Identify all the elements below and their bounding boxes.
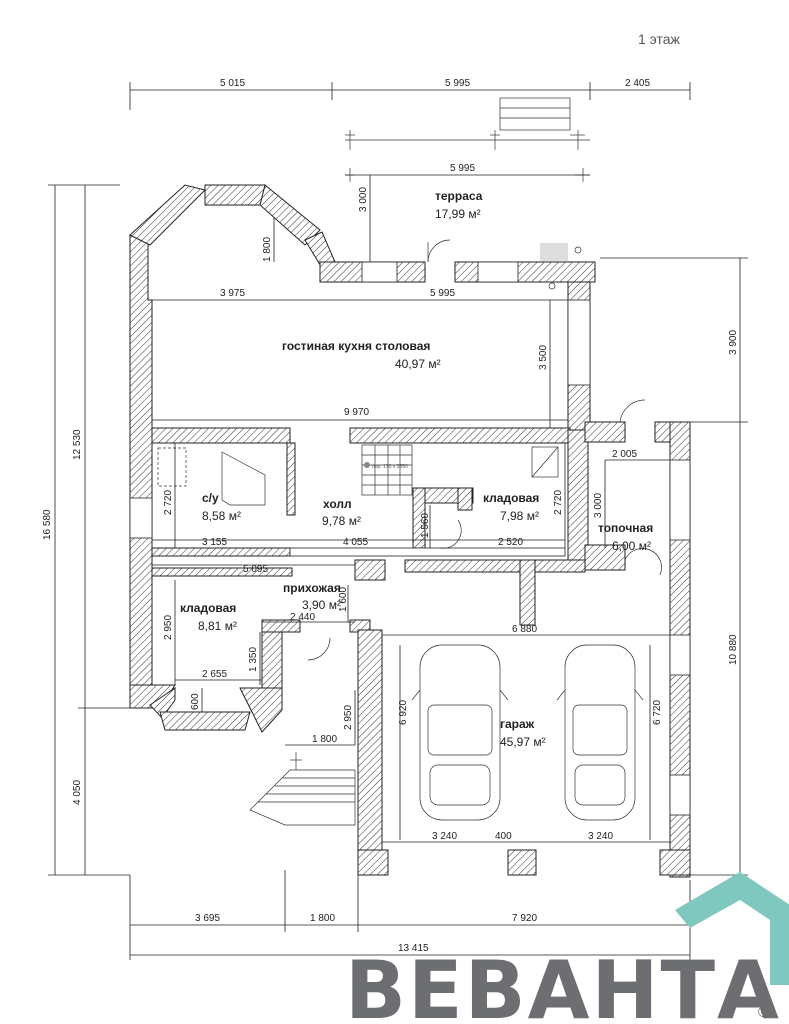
dim-pantry-h: 2 720 — [553, 490, 564, 515]
dim-right-upper: 3 900 — [728, 330, 739, 355]
outer-vertical-dimensions: 16 580 12 530 4 050 3 900 10 880 — [42, 184, 748, 876]
dim-wc-h: 2 720 — [163, 490, 174, 515]
dim-garage-w: 6 880 — [512, 624, 537, 635]
room-pantry2-area: 8,81 м² — [198, 619, 237, 633]
porch-steps — [249, 744, 356, 826]
room-boiler-area: 6,00 м² — [612, 539, 651, 553]
room-pantry1-name: кладовая — [483, 491, 539, 505]
dim-hall-w: 2 440 — [290, 612, 315, 623]
dim-left-lower: 4 050 — [72, 780, 83, 805]
dim-garage-h1: 6 920 — [398, 700, 409, 725]
dim-pantry2-h: 2 950 — [163, 615, 174, 640]
dim-living-1: 3 975 — [220, 288, 245, 299]
dim-living-2: 5 995 — [430, 288, 455, 299]
room-hall-name: холл — [323, 497, 352, 511]
dim-left-total: 16 580 — [42, 509, 53, 540]
room-labels: терраса 17,99 м² гостиная кухня столовая… — [180, 189, 653, 749]
dim-boiler-h: 3 000 — [593, 493, 604, 518]
room-hall-area: 9,78 м² — [322, 514, 361, 528]
room-wc-area: 8,58 м² — [202, 509, 241, 523]
dim-porch-h: 2 950 — [343, 705, 354, 730]
dim-garage-b1: 3 240 — [432, 831, 457, 842]
dim-top-2: 5 995 — [445, 78, 470, 89]
dim-pantry2-w: 2 655 — [202, 669, 227, 680]
room-entry-name: прихожая — [283, 581, 341, 595]
garage-cars — [411, 644, 644, 821]
stairs: пер. 170 х 3550 — [361, 444, 559, 496]
room-living-area: 40,97 м² — [395, 357, 441, 371]
dim-wall-a: 3 155 — [202, 537, 227, 548]
dim-pantry2-d: 1 350 — [248, 647, 259, 672]
dim-garage-b3: 3 240 — [588, 831, 613, 842]
room-terrace-area: 17,99 м² — [435, 207, 481, 221]
room-garage-area: 45,97 м² — [500, 735, 546, 749]
dim-terrace-h: 3 000 — [358, 187, 369, 212]
doors — [307, 239, 662, 661]
dim-wall-d: 5 095 — [243, 564, 268, 575]
dim-right-lower: 10 880 — [728, 634, 739, 665]
top-dimensions: 5 015 5 995 2 405 — [129, 78, 691, 110]
brand-logo: ВЕВАНТА © — [345, 872, 789, 1024]
dim-hall-h: 1 600 — [338, 587, 349, 612]
dim-boiler-w: 2 005 — [612, 449, 637, 460]
house-roof-icon — [675, 872, 789, 985]
dim-wall-c: 2 520 — [498, 537, 523, 548]
dim-porch-w: 1 800 — [312, 734, 337, 745]
room-living-name: гостиная кухня столовая — [282, 339, 430, 353]
stair-note: пер. 170 х 3550 — [372, 464, 408, 470]
dim-left-upper: 12 530 — [72, 429, 83, 460]
brand-copyright: © — [758, 1004, 770, 1021]
room-entry-area: 3,90 м² — [302, 598, 341, 612]
dim-bottom-3: 7 920 — [512, 913, 537, 924]
dim-bay: 1 800 — [262, 237, 273, 262]
dim-garage-b2: 400 — [495, 831, 512, 842]
dim-bottom-total: 13 415 — [398, 943, 429, 954]
room-boiler-name: топочная — [598, 521, 653, 535]
room-terrace-name: терраса — [435, 189, 483, 203]
dim-terrace-w: 5 995 — [450, 163, 475, 174]
room-wc-name: с/у — [202, 491, 219, 505]
bathroom-fixtures — [157, 447, 266, 506]
dim-living-3: 3 500 — [538, 345, 549, 370]
room-pantry2-name: кладовая — [180, 601, 236, 615]
room-garage-name: гараж — [500, 717, 535, 731]
dim-living-4: 9 970 — [344, 407, 369, 418]
interior-dimensions: 3 975 5 995 3 500 9 970 2 720 1 560 2 72… — [152, 288, 670, 843]
floor-label: 1 этаж — [638, 31, 681, 47]
dim-stair-w: 1 560 — [420, 513, 431, 538]
dim-bay2: 600 — [190, 693, 201, 710]
dim-bottom-1: 3 695 — [195, 913, 220, 924]
dim-top-1: 5 015 — [220, 78, 245, 89]
dim-top-3: 2 405 — [625, 78, 650, 89]
dim-wall-b: 4 055 — [343, 537, 368, 548]
brand-name: ВЕВАНТА — [345, 944, 781, 1024]
dim-garage-h2: 6 720 — [652, 700, 663, 725]
terrace-dimensions: 5 995 3 000 1 800 — [262, 163, 590, 262]
walls — [129, 184, 691, 878]
dim-bottom-2: 1 800 — [310, 913, 335, 924]
room-pantry1-area: 7,98 м² — [500, 509, 539, 523]
